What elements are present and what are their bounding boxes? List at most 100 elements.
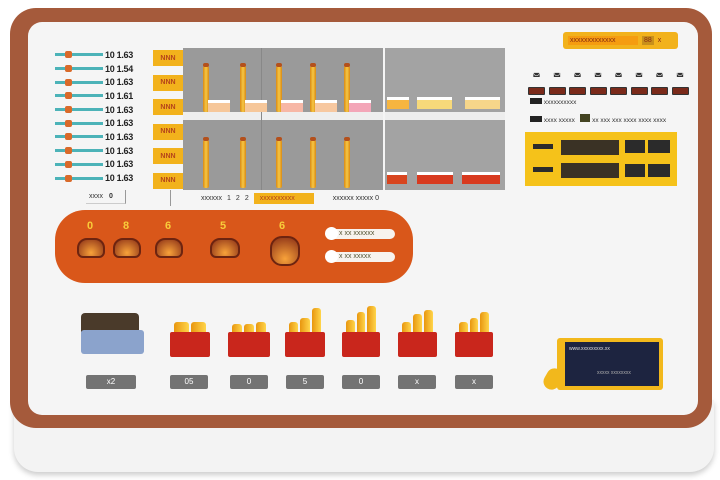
mode-button[interactable]	[569, 87, 586, 95]
mode-button[interactable]	[610, 87, 627, 95]
footer-text: xxxxxx	[201, 194, 222, 202]
probe-icon	[55, 147, 103, 155]
mode-button[interactable]	[548, 87, 566, 95]
list-item-value: 10 1.54	[105, 63, 133, 74]
header-bar[interactable]: xxxxxxxxxxxxx 88 x	[563, 32, 678, 49]
list-item[interactable]: 10 1.63	[55, 144, 133, 158]
list-item-value: 10 1.63	[105, 131, 133, 142]
product-item[interactable]	[228, 322, 270, 357]
knob-3[interactable]	[155, 238, 183, 258]
chart-area	[183, 48, 383, 190]
product-item[interactable]	[455, 312, 493, 357]
tube	[276, 63, 282, 112]
product-item[interactable]	[285, 308, 325, 357]
cake	[245, 100, 267, 112]
list-item-value: 10 1.63	[105, 118, 133, 129]
dark-button[interactable]	[648, 140, 670, 153]
knob-1[interactable]	[77, 238, 105, 258]
cake	[387, 97, 409, 109]
tray-icon[interactable]: ◛	[635, 68, 643, 77]
bowl-icon[interactable]: ◛	[614, 68, 623, 77]
shelf	[183, 112, 383, 120]
info-rows: xxxxxxxxxx xxxx xxxxx xx xxx xxx xxxx xx…	[530, 98, 666, 124]
list-item-value: 10 1.61	[105, 90, 133, 101]
mode-button[interactable]	[651, 87, 668, 95]
product-item[interactable]	[170, 322, 210, 357]
probe-icon	[55, 51, 103, 59]
dark-button[interactable]	[625, 164, 645, 177]
list-item[interactable]: 10 1.63	[55, 130, 133, 144]
page-3[interactable]: 2	[244, 194, 249, 202]
left-list-footer[interactable]: xxxx 0	[86, 190, 126, 204]
chart-label: NNN	[153, 50, 183, 66]
side-chart-area	[385, 48, 505, 190]
tube	[203, 137, 209, 188]
select-button[interactable]: x	[455, 375, 493, 389]
cake	[281, 100, 303, 112]
knob-label: 5	[220, 220, 227, 232]
header-text: xxxxxxxxxxxxx	[568, 36, 638, 45]
grid-block[interactable]	[561, 163, 619, 178]
page-1[interactable]: 1	[227, 194, 231, 202]
slider-1[interactable]: x xx xxxxxx	[325, 227, 395, 240]
cake	[417, 172, 453, 184]
cake	[387, 172, 407, 184]
dark-button[interactable]	[625, 140, 645, 153]
select-button[interactable]: x2	[86, 375, 136, 389]
probe-icon	[55, 92, 103, 100]
knob-label: 8	[123, 220, 130, 232]
mode-button[interactable]	[528, 87, 545, 95]
select-button[interactable]: 0	[230, 375, 268, 389]
bag-icon[interactable]: ◛	[676, 68, 684, 77]
mode-button[interactable]	[589, 87, 607, 95]
info-row: xx xxx xxx xxxx xxxx xxxx	[592, 117, 667, 124]
knob-4[interactable]	[210, 238, 240, 258]
select-button[interactable]: x	[398, 375, 436, 389]
device-subtitle: xxxxx xxxxxxxx	[597, 370, 631, 376]
select-button[interactable]: 05	[170, 375, 208, 389]
select-button[interactable]: 0	[342, 375, 380, 389]
tube	[344, 137, 350, 188]
product-item[interactable]	[398, 310, 437, 357]
chart-label: NNN	[153, 99, 183, 115]
grill-icon[interactable]: ◛	[573, 68, 582, 77]
dark-button[interactable]	[648, 164, 670, 177]
list-item[interactable]: 10 1.63	[55, 103, 133, 117]
mode-button[interactable]	[630, 87, 648, 95]
grid-block[interactable]	[561, 140, 619, 155]
list-item[interactable]: 10 1.63	[55, 116, 133, 130]
chart-footer-bar[interactable]: xxxxxxxxxx	[253, 192, 314, 204]
page-2[interactable]: 2	[235, 194, 240, 202]
probe-icon	[55, 106, 103, 114]
probe-icon	[55, 160, 103, 168]
slider-2[interactable]: x xx xxxxx	[325, 250, 395, 263]
cup-icon[interactable]: ◛	[532, 68, 541, 77]
card-device[interactable]: www.xxxxxxxxx.xx xxxxx xxxxxxxx	[557, 338, 663, 390]
header-extra: x	[657, 37, 662, 44]
list-item[interactable]: 10 1.63	[55, 158, 133, 172]
tube	[203, 63, 209, 112]
knob-2[interactable]	[113, 238, 141, 258]
knob-label: 6	[165, 220, 172, 232]
knob-5[interactable]	[270, 236, 300, 266]
select-button[interactable]: 5	[286, 375, 324, 389]
pot-icon[interactable]: ◛	[594, 68, 602, 77]
cake	[315, 100, 337, 112]
tube	[344, 63, 350, 112]
pan-icon[interactable]: ◛	[655, 68, 664, 77]
list-item[interactable]: 10 1.63	[55, 171, 133, 185]
product-item[interactable]	[342, 306, 380, 357]
list-item-value: 10 1.63	[105, 77, 133, 88]
list-item[interactable]: 10 1.54	[55, 62, 133, 76]
handle-icon	[533, 167, 553, 172]
list-item[interactable]: 10 1.63	[55, 48, 133, 62]
list-item[interactable]: 10 1.61	[55, 89, 133, 103]
handle-icon	[533, 144, 553, 149]
mode-button[interactable]	[671, 87, 689, 95]
box-base[interactable]	[81, 330, 144, 354]
fire-icon[interactable]: ◛	[553, 68, 561, 77]
probe-icon	[55, 119, 103, 127]
list-item[interactable]: 10 1.63	[55, 75, 133, 89]
header-badge: 88	[642, 36, 654, 45]
